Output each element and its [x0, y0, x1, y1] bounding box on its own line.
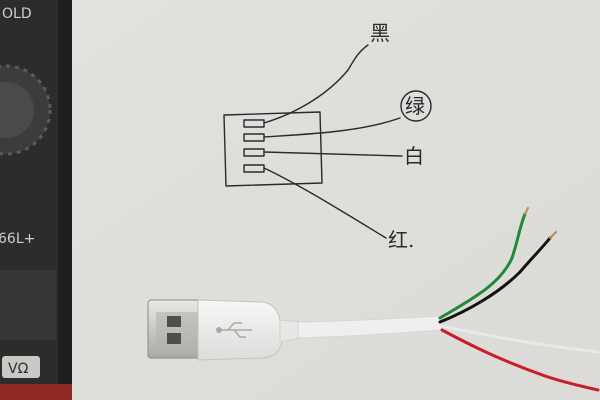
usb-cable: [147, 299, 443, 361]
multimeter-model-text: 66L+: [0, 231, 35, 247]
wire-red: [440, 328, 600, 392]
label-green-circle: [400, 90, 432, 122]
wire-white: [440, 324, 600, 354]
wire-black: [438, 236, 552, 324]
wire-black-tip: [549, 231, 557, 239]
multimeter-red-strip: [0, 384, 72, 400]
multimeter-edge: [58, 0, 72, 400]
label-black: 黑: [370, 21, 390, 45]
wire-green: [438, 212, 527, 320]
lead-red: [263, 167, 387, 239]
multimeter-mode-badge: [2, 356, 40, 378]
usb-strain-relief: [279, 319, 301, 343]
usb-logo-icon: [216, 322, 252, 338]
multimeter: OLD 66L+ VΩ: [0, 0, 72, 400]
stripped-wires: [438, 207, 600, 392]
usb-plug-hole-1: [167, 316, 181, 327]
multimeter-dial-ring: [0, 64, 52, 156]
multimeter-dial-inner: [0, 82, 34, 138]
wiring-sketch: 黑 绿 白 红.: [223, 21, 432, 252]
multimeter-top-text: OLD: [2, 6, 32, 22]
lead-green: [263, 117, 401, 138]
usb-plug-hole-2: [167, 333, 181, 344]
multimeter-mode-text: VΩ: [8, 361, 29, 377]
label-green: 绿: [405, 94, 425, 118]
multimeter-panel: [0, 270, 56, 340]
wire-green-tip: [524, 207, 529, 215]
label-white: 白: [404, 144, 424, 168]
lead-white: [263, 151, 403, 157]
connector-outline: [223, 111, 323, 187]
lead-black: [263, 44, 369, 124]
label-red: 红.: [388, 228, 414, 252]
